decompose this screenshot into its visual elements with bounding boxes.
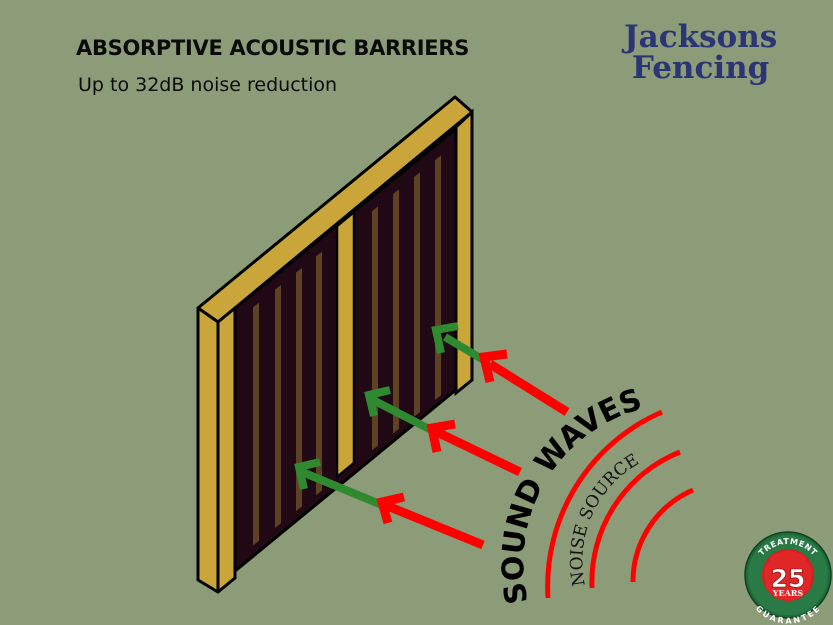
page-title: ABSORPTIVE ACOUSTIC BARRIERS xyxy=(76,36,470,60)
logo-line-2: Fencing xyxy=(631,50,770,86)
incoming-arrow-2 xyxy=(435,427,522,477)
jacksons-fencing-logo: Jacksons Fencing xyxy=(624,22,777,84)
logo-line-1: Jacksons xyxy=(624,19,778,55)
absorbed-arrow-3 xyxy=(300,468,384,509)
sound-wave-arcs xyxy=(545,409,695,599)
wave-arc-middle xyxy=(589,449,681,589)
incoming-arrow-3 xyxy=(383,500,485,550)
left-post-front xyxy=(216,306,237,594)
wave-arc-inner xyxy=(630,487,695,583)
sound-arrows xyxy=(294,322,570,550)
badge-unit: YEARS xyxy=(772,588,804,598)
incoming-arrow-1 xyxy=(487,360,570,416)
badge-number: 25 xyxy=(771,564,806,593)
treatment-guarantee-badge: 25 YEARS TREATMENT GUARANTEE xyxy=(744,531,832,625)
absorbed-arrow-2 xyxy=(371,396,437,436)
fence-panel xyxy=(196,95,474,594)
page-subtitle: Up to 32dB noise reduction xyxy=(78,74,338,96)
left-post-side xyxy=(196,306,220,594)
wave-arc-outer xyxy=(545,409,663,599)
middle-post xyxy=(335,209,356,480)
